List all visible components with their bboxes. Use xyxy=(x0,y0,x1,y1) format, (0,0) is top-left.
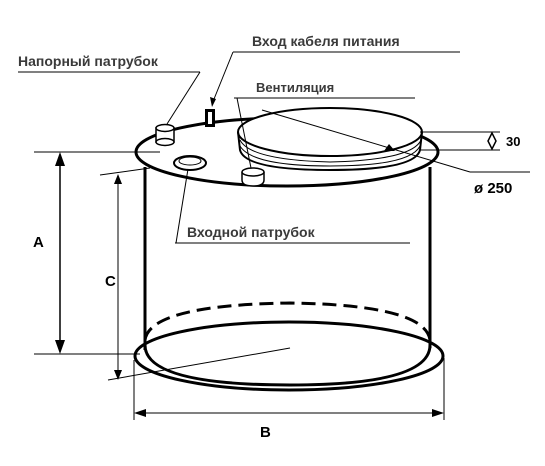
hatch-lid-side xyxy=(237,131,423,172)
dimension-c-label: C xyxy=(105,273,116,290)
leader-lines xyxy=(18,51,530,381)
lid-diameter-label: ø 250 xyxy=(474,180,512,197)
dimension-a-label: A xyxy=(33,234,44,251)
tank-bottom-inner xyxy=(143,344,432,387)
power-cable-entry xyxy=(205,109,215,127)
pressure-pipe-label: Напорный патрубок xyxy=(18,53,159,69)
dimension-lines xyxy=(34,131,497,420)
ventilation-pipe xyxy=(241,167,265,187)
power-cable-label: Вход кабеля питания xyxy=(252,33,400,49)
inlet-pipe-label: Входной патрубок xyxy=(187,224,316,240)
inlet-pipe xyxy=(173,155,207,171)
tank-bottom-hidden-edge xyxy=(143,301,432,341)
lid-height-label: 30 xyxy=(506,134,520,149)
ventilation-label: Вентиляция xyxy=(256,80,334,95)
dimension-b-label: B xyxy=(260,424,271,441)
tank-bottom-flange xyxy=(133,320,445,392)
hatch-lid xyxy=(237,107,423,172)
pressure-pipe xyxy=(155,123,175,147)
hatch-lid-top xyxy=(237,107,423,157)
